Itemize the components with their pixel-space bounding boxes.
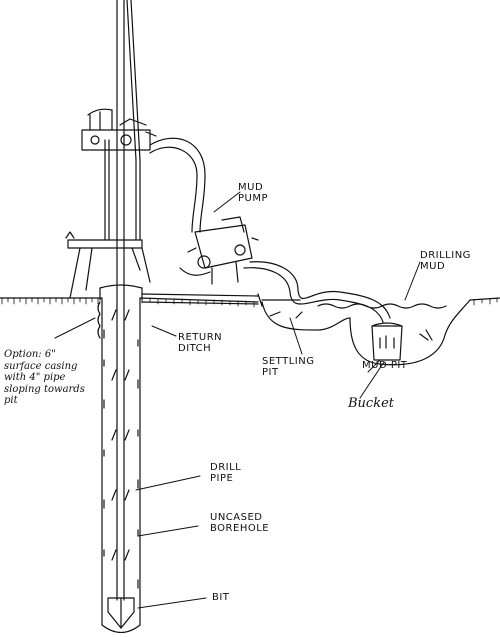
mud-pit-label: MUD PIT	[362, 360, 408, 371]
bucket	[371, 322, 403, 361]
bucket-label: Bucket	[348, 396, 395, 411]
return-ditch-label: RETURN DITCH	[178, 332, 223, 354]
pits	[261, 299, 471, 366]
casing-option-note: Option: 6" surface casing with 4" pipe s…	[4, 349, 85, 406]
drill-pipe	[107, 0, 135, 629]
rig-platform	[65, 231, 151, 299]
drilling-mast	[104, 0, 141, 241]
leader-lines	[54, 191, 421, 609]
settling-pit-label: SETTLING PIT	[262, 356, 315, 378]
mud-pump	[187, 216, 259, 285]
return-trough	[141, 293, 263, 307]
bit-label: BIT	[212, 592, 230, 603]
uncased-borehole	[101, 297, 141, 634]
swivel-hose	[149, 137, 206, 233]
uncased-borehole-label: UNCASED BOREHOLE	[210, 512, 270, 534]
mud-pump-label: MUD PUMP	[238, 182, 269, 204]
rig-motor	[81, 108, 157, 151]
ground-surface	[0, 297, 500, 308]
surface-casing	[97, 284, 143, 339]
drill-pipe-label: DRILL PIPE	[210, 462, 242, 484]
drilling-mud-label: DRILLING MUD	[420, 250, 471, 272]
